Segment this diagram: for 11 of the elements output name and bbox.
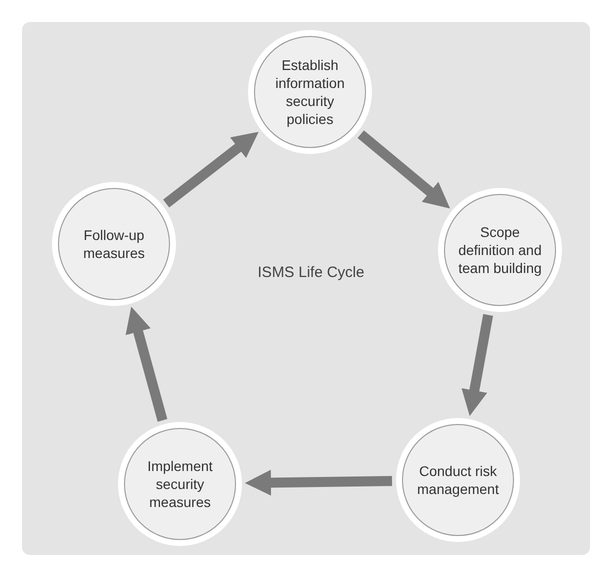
- arrow: [126, 306, 168, 422]
- stage-text: Establish information security policies: [274, 56, 346, 128]
- stage-text: Follow-up measures: [82, 226, 146, 262]
- arrow: [163, 132, 259, 208]
- arrow: [462, 314, 494, 416]
- center-label: ISMS Life Cycle: [256, 263, 366, 283]
- stage-text: Conduct risk management: [416, 462, 500, 498]
- arrow: [245, 470, 392, 496]
- arrow: [358, 130, 450, 208]
- stage-text: Scope definition and team building: [457, 223, 543, 277]
- stage-text: Implement security measures: [146, 457, 214, 511]
